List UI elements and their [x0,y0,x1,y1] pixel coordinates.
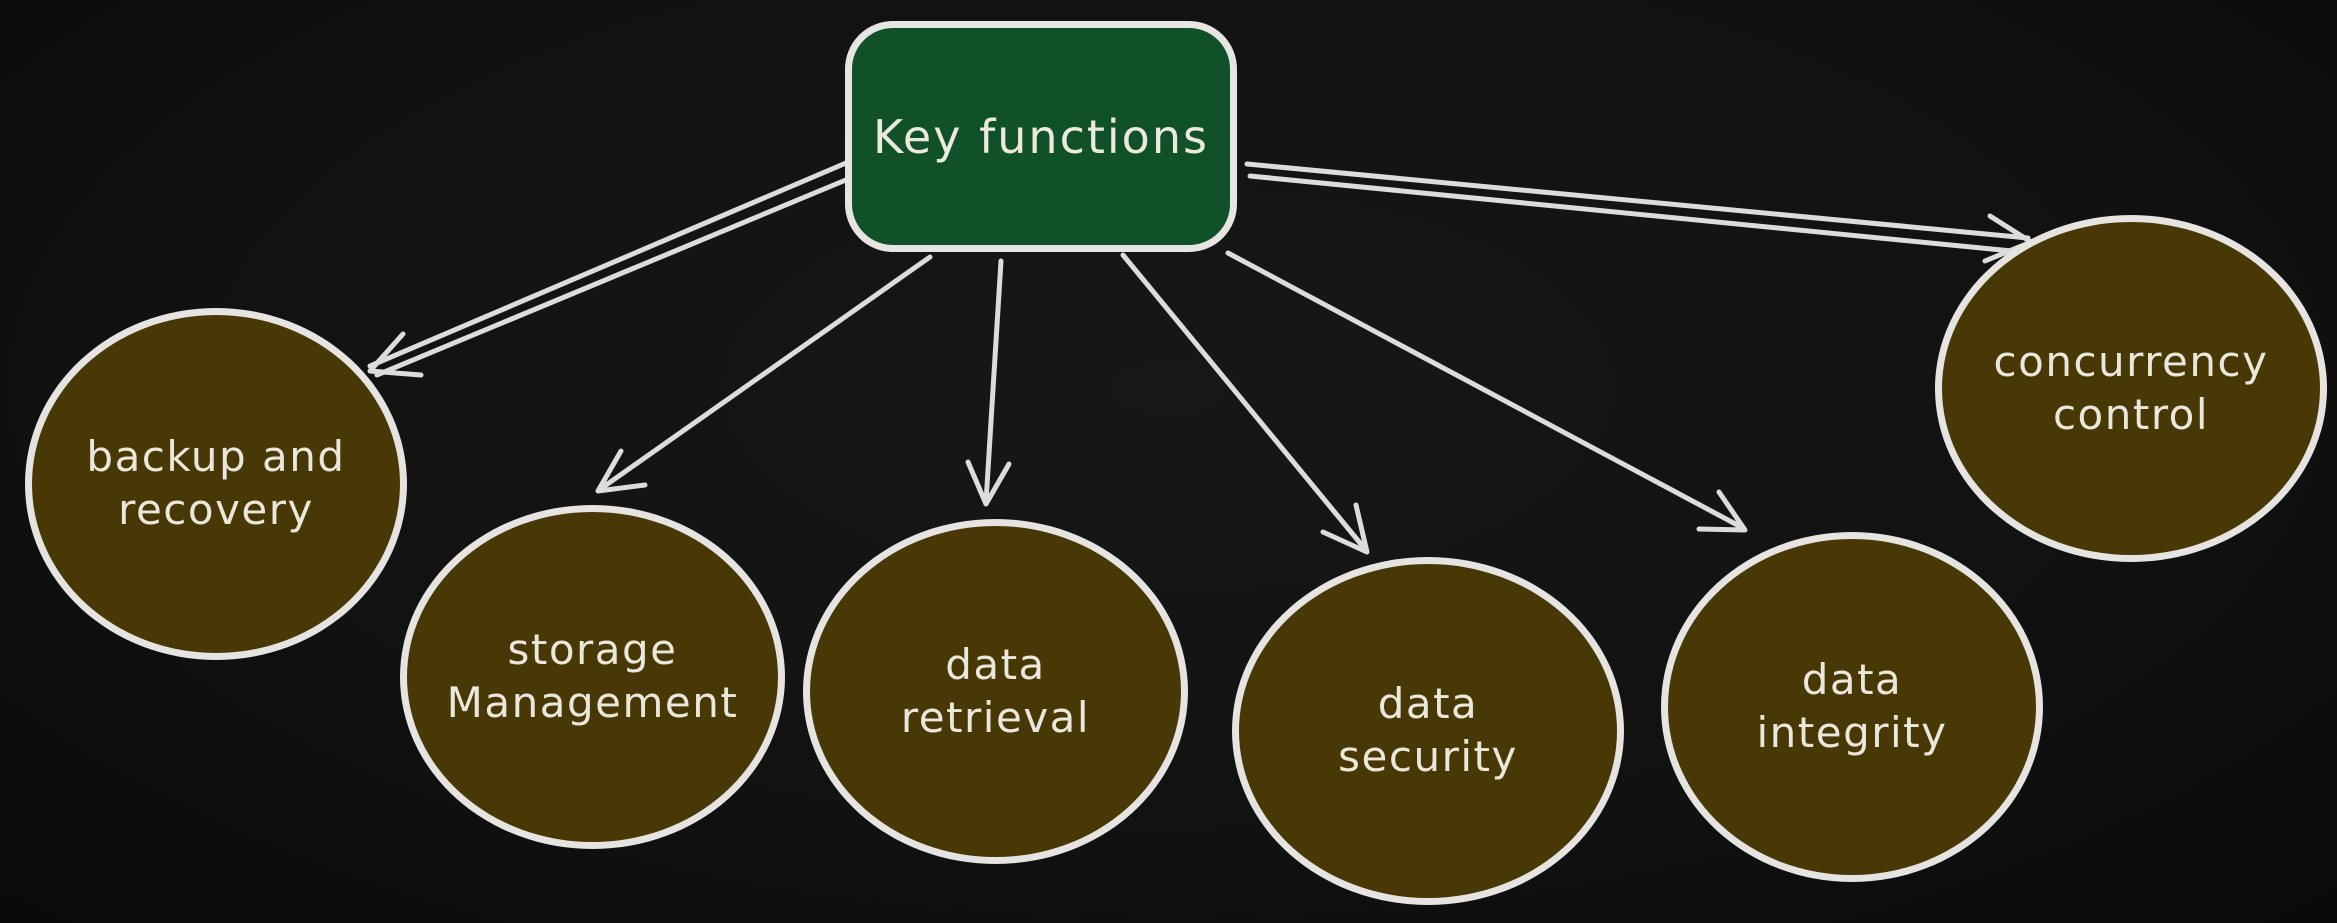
arrow-to-storage-management [595,254,933,494]
node-data-retrieval: data retrieval [803,519,1188,864]
node-label-line: retrieval [900,692,1091,742]
arrow-to-data-retrieval [965,258,1012,507]
node-label-line: Management [446,678,739,727]
node-data-security: data security [1232,557,1624,905]
arrow-to-data-security [1120,252,1370,555]
node-label-line: security [1338,732,1518,781]
arrow-to-data-integrity [1225,250,1748,533]
node-label-line: concurrency [1993,336,2269,386]
node-label-line: backup and [86,432,346,482]
node-label-line: control [2052,389,2210,439]
node-storage-management: storage Management [400,505,785,849]
node-label-line: data [945,639,1046,689]
node-label-line: integrity [1756,708,1948,757]
node-label-line: data [1377,679,1479,729]
node-key-functions: Key functions [845,21,1237,252]
node-label-line: data [1801,655,1903,705]
node-label-line: storage [507,625,678,675]
node-label-line: recovery [118,485,314,534]
node-backup-and-recovery: backup and recovery [25,308,407,660]
node-data-integrity: data integrity [1661,532,2043,882]
node-key-functions-label: Key functions [873,109,1209,164]
node-concurrency-control: concurrency control [1935,215,2327,562]
arrow-to-concurrency-control [1244,161,2034,264]
arrow-to-backup-and-recovery [367,160,856,378]
